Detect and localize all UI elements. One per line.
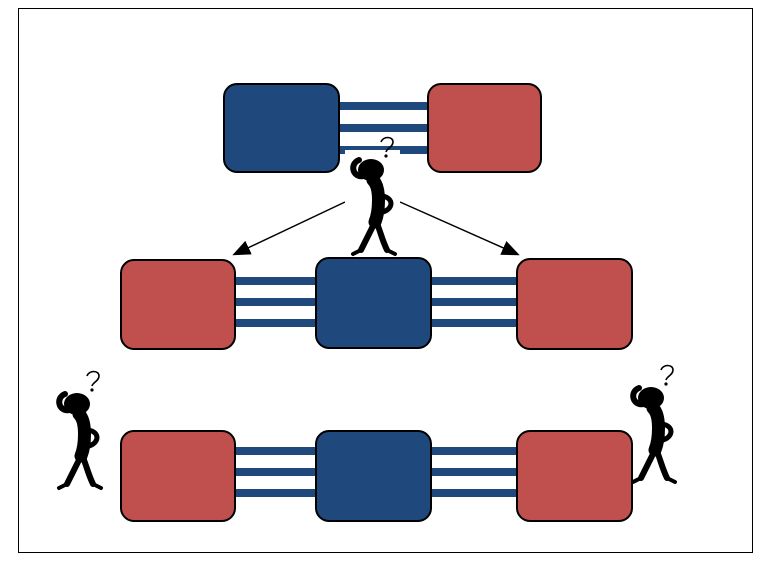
- row3-left-connector-bar-3: [236, 489, 315, 497]
- row2-right-connector-bar-3: [432, 319, 516, 327]
- right-observer-figure: [633, 366, 675, 483]
- row1-left-box: [223, 83, 340, 173]
- row3-left-box: [120, 430, 236, 522]
- row3-right-connector-bar-1: [432, 447, 516, 455]
- row1-connector-bar-2: [340, 124, 427, 132]
- row2-right-connector-bar-1: [432, 277, 516, 285]
- row2-middle-box: [315, 257, 432, 349]
- row1-connector-bar-1: [340, 102, 427, 110]
- row2-left-connector-bar-2: [236, 298, 315, 306]
- row2-left-connector-bar-3: [236, 319, 315, 327]
- row2-left-connector-bar-1: [236, 277, 315, 285]
- left-observer-figure: [59, 372, 101, 489]
- row3-right-connector-bar-2: [432, 468, 516, 476]
- row3-left-connector-bar-1: [236, 447, 315, 455]
- arrow-to-right-box: [399, 201, 520, 256]
- row3-left-connector-bar-2: [236, 468, 315, 476]
- row2-right-box: [516, 258, 633, 350]
- row3-middle-box: [315, 430, 432, 522]
- row1-right-box: [427, 83, 542, 173]
- arrow-to-left-box: [232, 201, 346, 256]
- row3-right-box: [516, 430, 633, 522]
- row3-right-connector-bar-3: [432, 489, 516, 497]
- row2-left-box: [120, 259, 236, 350]
- row2-right-connector-bar-2: [432, 298, 516, 306]
